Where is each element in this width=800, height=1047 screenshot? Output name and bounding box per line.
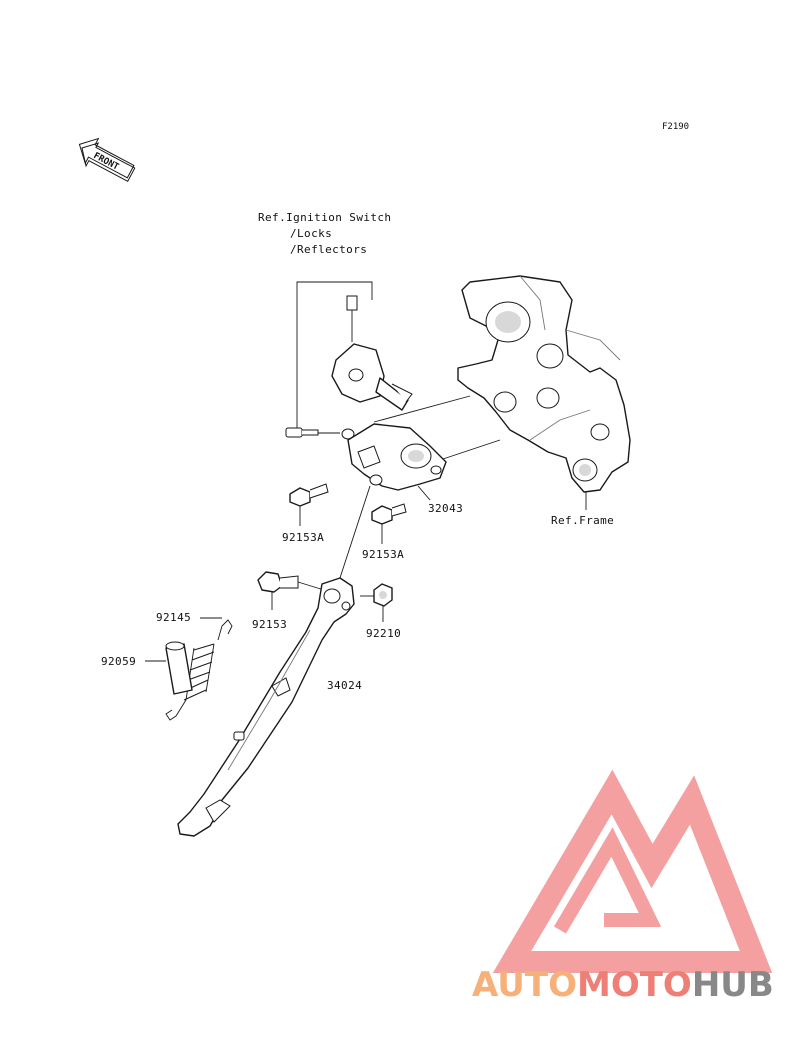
ref-frame-label: Ref.Frame bbox=[551, 514, 614, 527]
svg-text:AUTOMOTOHUB: AUTOMOTOHUB bbox=[472, 965, 774, 1005]
bolt-left-part-number[interactable]: 92153A bbox=[282, 531, 324, 544]
ref-ignition-leader bbox=[296, 281, 373, 430]
watermark-moto: MOTO bbox=[577, 965, 692, 1005]
switch-bolt bbox=[285, 427, 355, 440]
front-arrow-icon: FRONT bbox=[78, 137, 136, 183]
stand-part-number[interactable]: 34024 bbox=[327, 679, 362, 692]
pivot-bolt-part-number[interactable]: 92153 bbox=[252, 618, 287, 631]
side-stand bbox=[177, 577, 355, 837]
spring-part-number[interactable]: 92145 bbox=[156, 611, 191, 624]
bolt-92153a-left bbox=[289, 483, 329, 526]
ref-ignition-label-2: /Locks bbox=[290, 227, 332, 240]
sidestand-switch bbox=[331, 295, 413, 411]
sleeve bbox=[165, 641, 193, 695]
nut-part-number[interactable]: 92210 bbox=[366, 627, 401, 640]
watermark-triangle-icon bbox=[492, 769, 773, 973]
diagram-code: F2190 bbox=[662, 122, 689, 132]
bolt-92153a-right bbox=[371, 503, 407, 544]
bracket-part-number[interactable]: 32043 bbox=[428, 502, 463, 515]
watermark-hub: HUB bbox=[692, 965, 774, 1005]
ref-ignition-label-1: Ref.Ignition Switch bbox=[258, 211, 391, 224]
sleeve-part-number[interactable]: 92059 bbox=[101, 655, 136, 668]
nut bbox=[360, 583, 393, 622]
bolt-right-part-number[interactable]: 92153A bbox=[362, 548, 404, 561]
spring bbox=[165, 619, 233, 721]
ref-ignition-label-3: /Reflectors bbox=[290, 243, 367, 256]
watermark-auto: AUTO bbox=[472, 965, 577, 1005]
watermark-logo: AUTOMOTOHUB bbox=[472, 769, 774, 1005]
stand-bracket bbox=[347, 423, 447, 491]
mount-line-1 bbox=[373, 395, 471, 423]
frame bbox=[457, 275, 631, 493]
mount-line-2 bbox=[439, 439, 501, 461]
pivot-bolt bbox=[257, 571, 325, 610]
